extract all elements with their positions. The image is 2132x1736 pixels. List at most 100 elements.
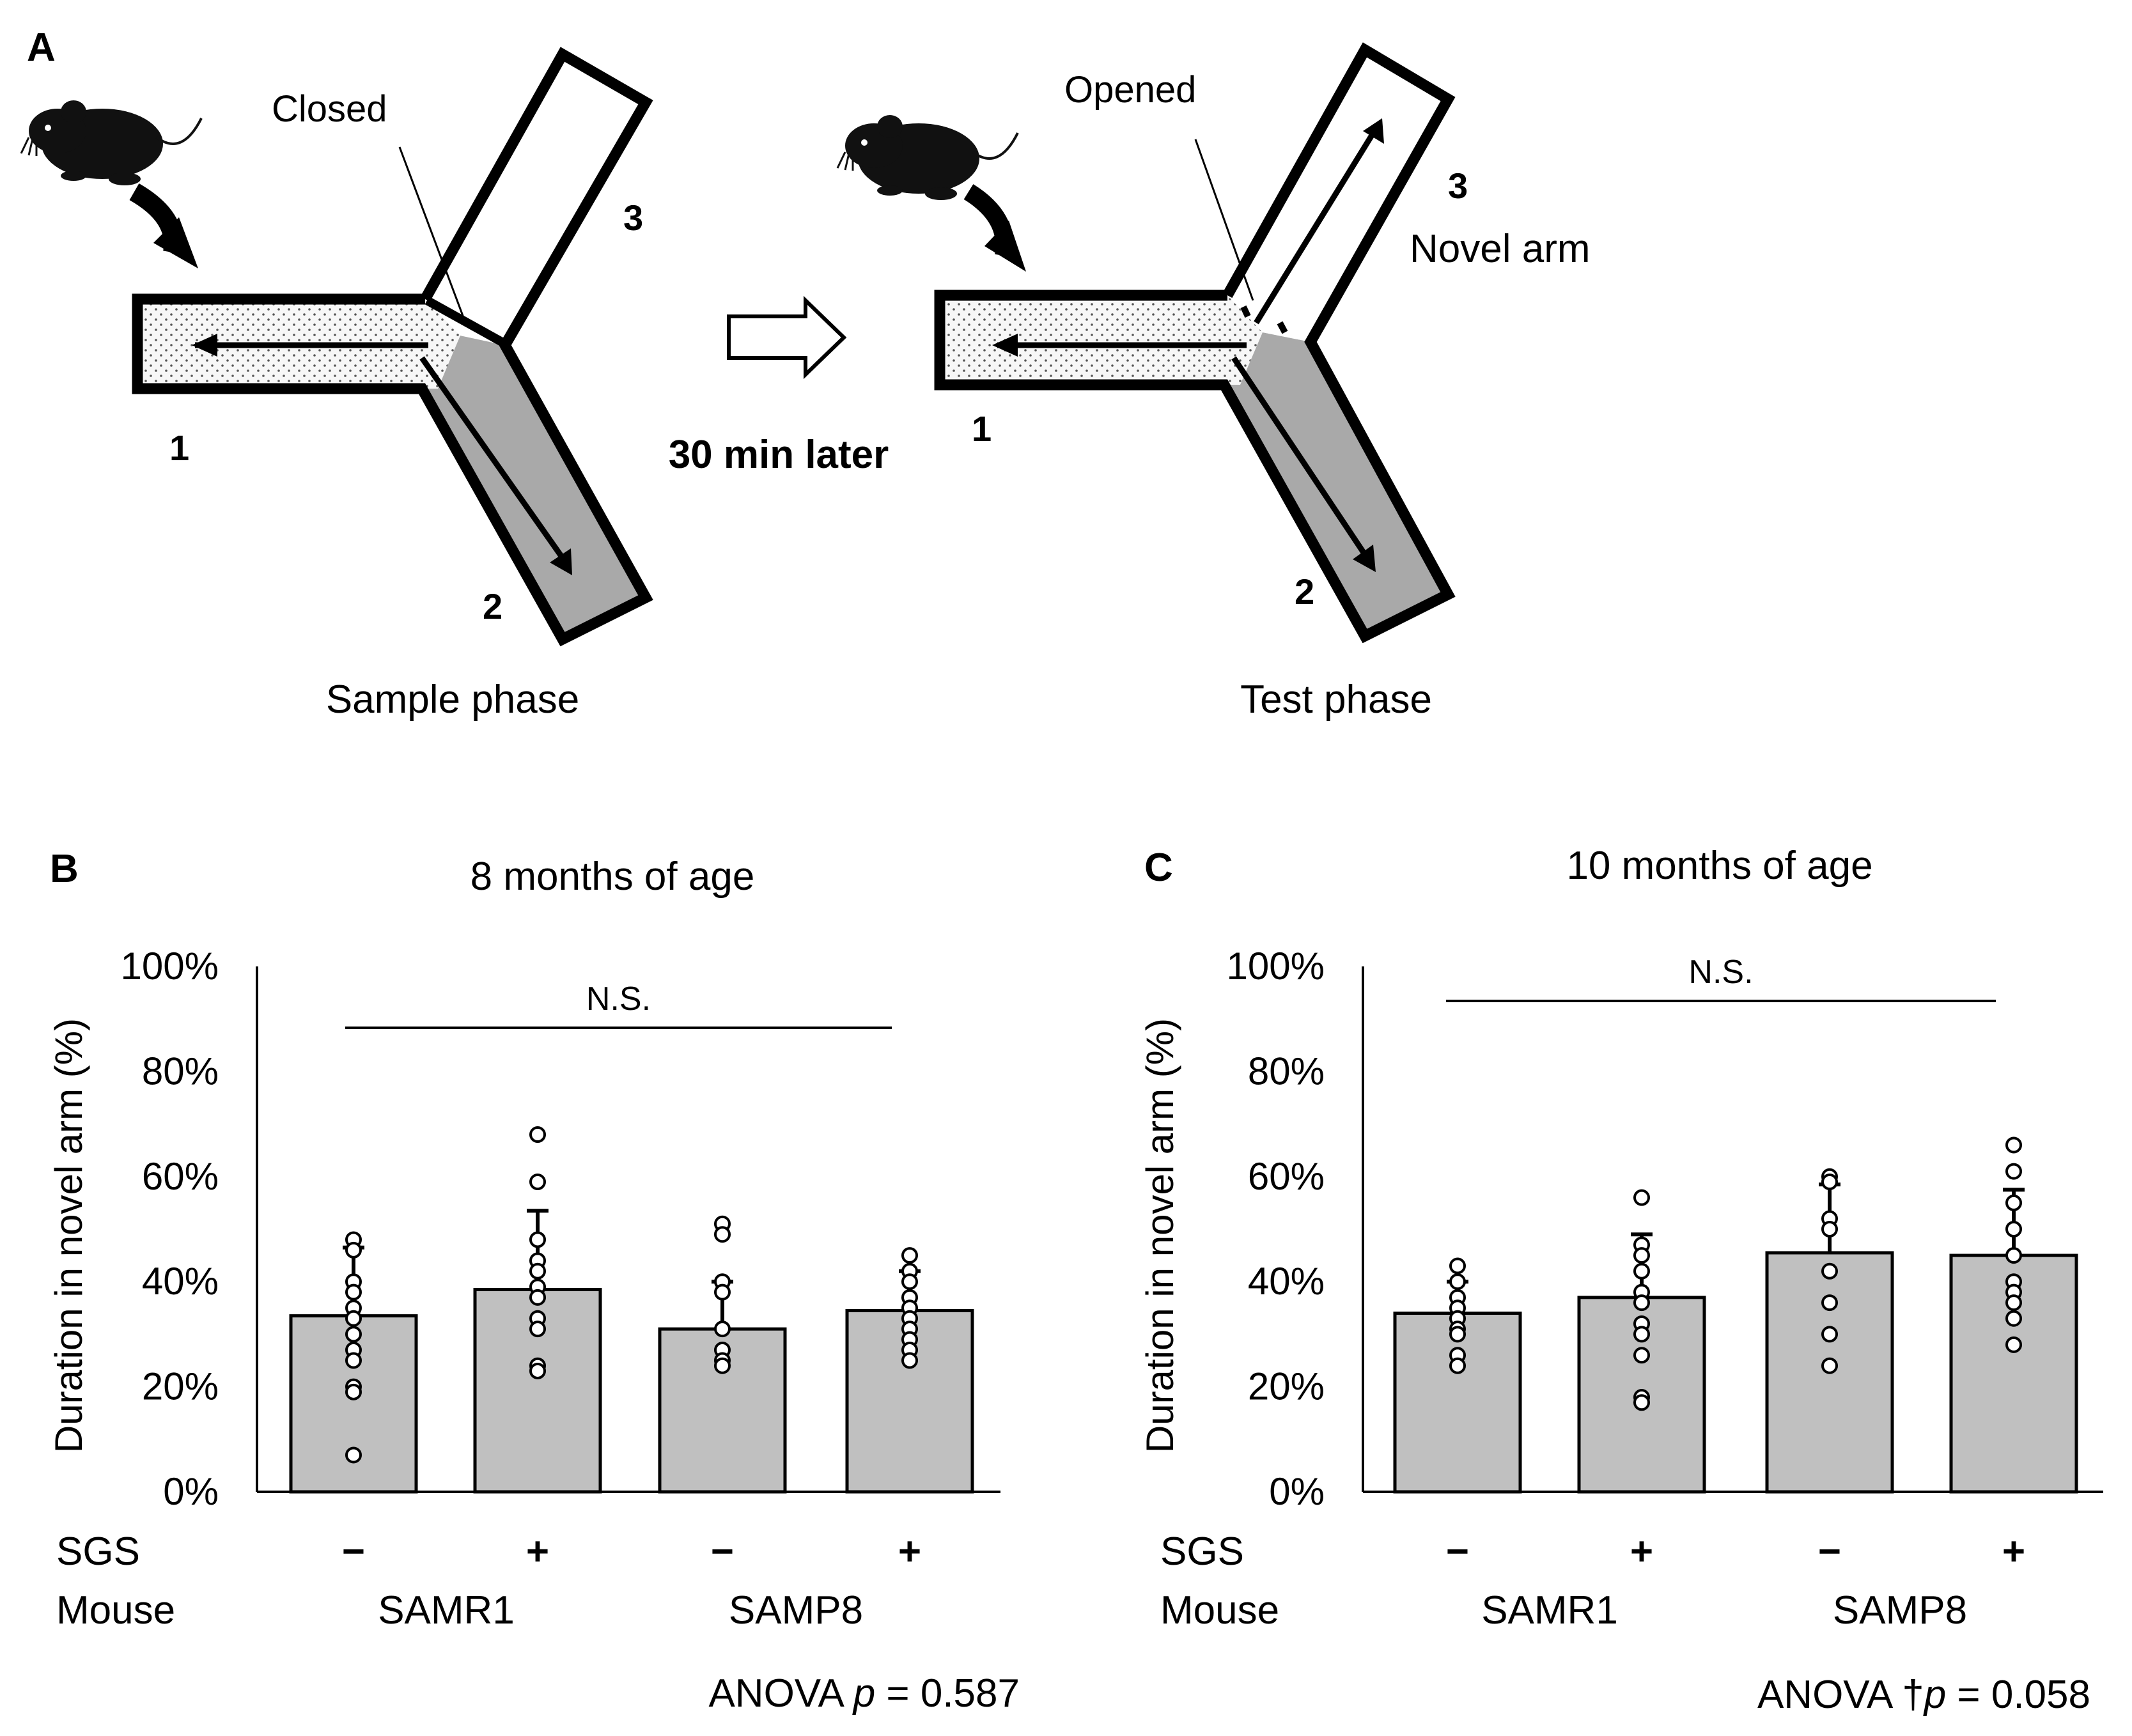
data-point [345,1241,362,1259]
opened-door-marker [1240,305,1251,318]
mouse-test-icon [836,114,1019,201]
chart-title: 8 months of age [471,855,755,899]
data-point [714,1283,731,1301]
data-point [1633,1262,1650,1280]
y-tick-label: 20% [142,1365,219,1408]
y-tick-label: 60% [142,1155,219,1198]
y-tick-label: 80% [1248,1050,1325,1092]
opened-door-marker [1277,321,1288,334]
data-point [2005,1336,2022,1353]
y-tick-label: 40% [142,1260,219,1303]
panel-a: A Closed 1 2 3 Sample phase 30 mi [20,26,1591,722]
data-point [1821,1262,1838,1280]
y-tick-label: 40% [1248,1260,1325,1303]
data-point [1449,1273,1466,1290]
anova-stat: ANOVA p = 0.587 [708,1671,1020,1716]
data-point [714,1226,731,1243]
data-point [2005,1247,2022,1264]
data-point [714,1357,731,1374]
data-point [529,1126,546,1143]
arrow-to-arm-2-test [1231,356,1371,561]
y-axis-label: Duration in novel arm (%) [1139,1018,1181,1453]
data-point [1449,1357,1466,1374]
data-point [529,1174,546,1191]
arrow-to-arm-3-test [1254,129,1377,325]
anova-stat-dagger: † [1902,1673,1924,1717]
data-point [901,1273,918,1290]
data-point [345,1352,362,1369]
sgs-tick-label: − [711,1530,734,1574]
arrow-to-arm-2 [419,356,568,564]
mouse-group-label: SAMP8 [1833,1588,1967,1632]
significance-label: N.S. [586,980,651,1018]
data-point [529,1289,546,1306]
anova-stat: ANOVA †p = 0.058 [1757,1673,2090,1717]
maze-arm-1-test [940,295,1263,385]
closed-pointer [398,146,468,327]
mouse-group-label: SAMP8 [729,1588,863,1632]
arm-number-2: 2 [483,586,502,626]
anova-stat-p: p [852,1671,875,1716]
sgs-row-label: SGS [56,1530,140,1574]
data-point [529,1262,546,1280]
data-point [1633,1294,1650,1312]
data-point [1633,1347,1650,1364]
maze-arm-2-test [1224,332,1448,636]
data-point [2005,1294,2022,1312]
data-point [1633,1326,1650,1343]
anova-stat-p: p [1923,1673,1946,1717]
data-point [901,1352,918,1369]
mouse-row-label: Mouse [1160,1588,1279,1632]
data-point [1821,1326,1838,1343]
data-point [1821,1221,1838,1237]
y-axis-label: Duration in novel arm (%) [47,1018,90,1453]
significance-label: N.S. [1688,954,1753,991]
delay-label: 30 min later [669,433,889,477]
data-point [345,1310,362,1327]
panel-b-label: B [50,847,79,891]
mouse-row-label: Mouse [56,1588,175,1632]
data-point [345,1383,362,1400]
delay-arrow-icon [727,295,847,380]
data-point [1633,1394,1650,1411]
anova-stat-value: = 0.587 [875,1671,1020,1716]
opened-pointer [1194,139,1254,301]
data-point [1821,1174,1838,1191]
test-phase-label: Test phase [1240,678,1432,722]
sgs-row-label: SGS [1160,1530,1244,1574]
y-tick-label: 20% [1248,1365,1325,1408]
data-point [1821,1294,1838,1312]
data-point [2005,1194,2022,1211]
opened-label: Opened [1064,69,1196,111]
maze-arm-2 [422,336,646,639]
data-point [714,1321,731,1338]
data-point [1633,1247,1650,1264]
maze-sample: Closed 1 2 3 Sample phase [132,47,653,722]
data-point [901,1247,918,1264]
data-point [529,1362,546,1379]
arm-number-1: 1 [169,428,189,468]
data-point [1633,1189,1650,1206]
data-point [1821,1357,1838,1374]
sample-phase-label: Sample phase [326,678,579,722]
data-point [1449,1257,1466,1275]
sgs-tick-label: + [1630,1530,1653,1574]
sgs-tick-label: − [1818,1530,1841,1574]
y-tick-label: 60% [1248,1155,1325,1198]
data-point [2005,1136,2022,1154]
panel-c-label: C [1144,846,1173,890]
arm-number-2-test: 2 [1295,571,1314,612]
novel-arm-label: Novel arm [1410,227,1591,271]
anova-stat-label: ANOVA [1757,1673,1902,1717]
y-tick-label: 0% [1269,1470,1325,1513]
closed-label: Closed [272,88,387,130]
data-point [2005,1221,2022,1237]
data-point [1449,1326,1466,1343]
data-point [345,1283,362,1301]
sgs-tick-label: − [342,1530,365,1574]
sgs-tick-label: + [526,1530,549,1574]
